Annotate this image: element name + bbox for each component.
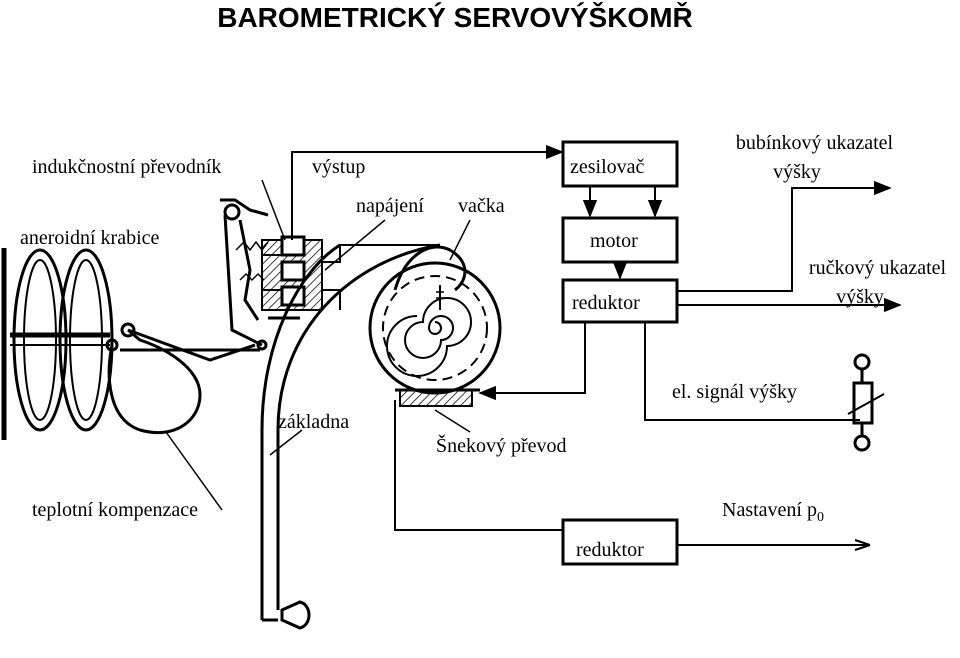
label-reducer-top: reduktor (572, 292, 640, 314)
reducer-block-bottom (561, 518, 679, 566)
block-connections (394, 180, 902, 551)
label-pointer-indicator-1: ručkový ukazatel (808, 257, 947, 279)
label-worm-gear: Šnekový převod (436, 435, 567, 457)
lever-mechanism (220, 198, 269, 351)
label-power-supply: napájení (356, 195, 424, 217)
base-frame (260, 243, 441, 630)
label-setting-p0-subscript: 0 (816, 510, 824, 525)
label-el-signal: el. signál výšky (672, 381, 797, 403)
cam-disc (368, 245, 502, 407)
potentiometer (847, 353, 885, 452)
label-setting-p0: Nastavení p0 (722, 500, 824, 525)
label-output: výstup (312, 156, 366, 178)
amplifier-block (561, 140, 679, 188)
aneroid-box (1, 248, 114, 440)
label-aneroid-box: aneroidní krabice (20, 227, 160, 249)
label-motor: motor (590, 230, 638, 252)
label-drum-indicator-1: bubínkový ukazatel (735, 132, 894, 154)
label-setting-p0-text: Nastavení p (722, 499, 817, 521)
label-drum-indicator-2: výšky (773, 161, 821, 183)
temperature-compensation-spring (105, 322, 260, 511)
diagram-title: BAROMETRICKÝ SERVOVÝŠKOMŘ (217, 2, 693, 33)
inductive-transducer (261, 235, 323, 320)
label-temperature-compensation: teplotní kompenzace (32, 499, 199, 521)
label-cam: vačka (458, 195, 505, 217)
label-amplifier: zesilovač (570, 156, 645, 178)
reducer-block-top (561, 278, 679, 324)
label-base: základna (278, 411, 350, 433)
label-pointer-indicator-2: výšky (836, 286, 884, 308)
label-inductive-transducer: indukčnostní převodník (32, 156, 222, 178)
label-reducer-bottom: reduktor (576, 539, 644, 561)
